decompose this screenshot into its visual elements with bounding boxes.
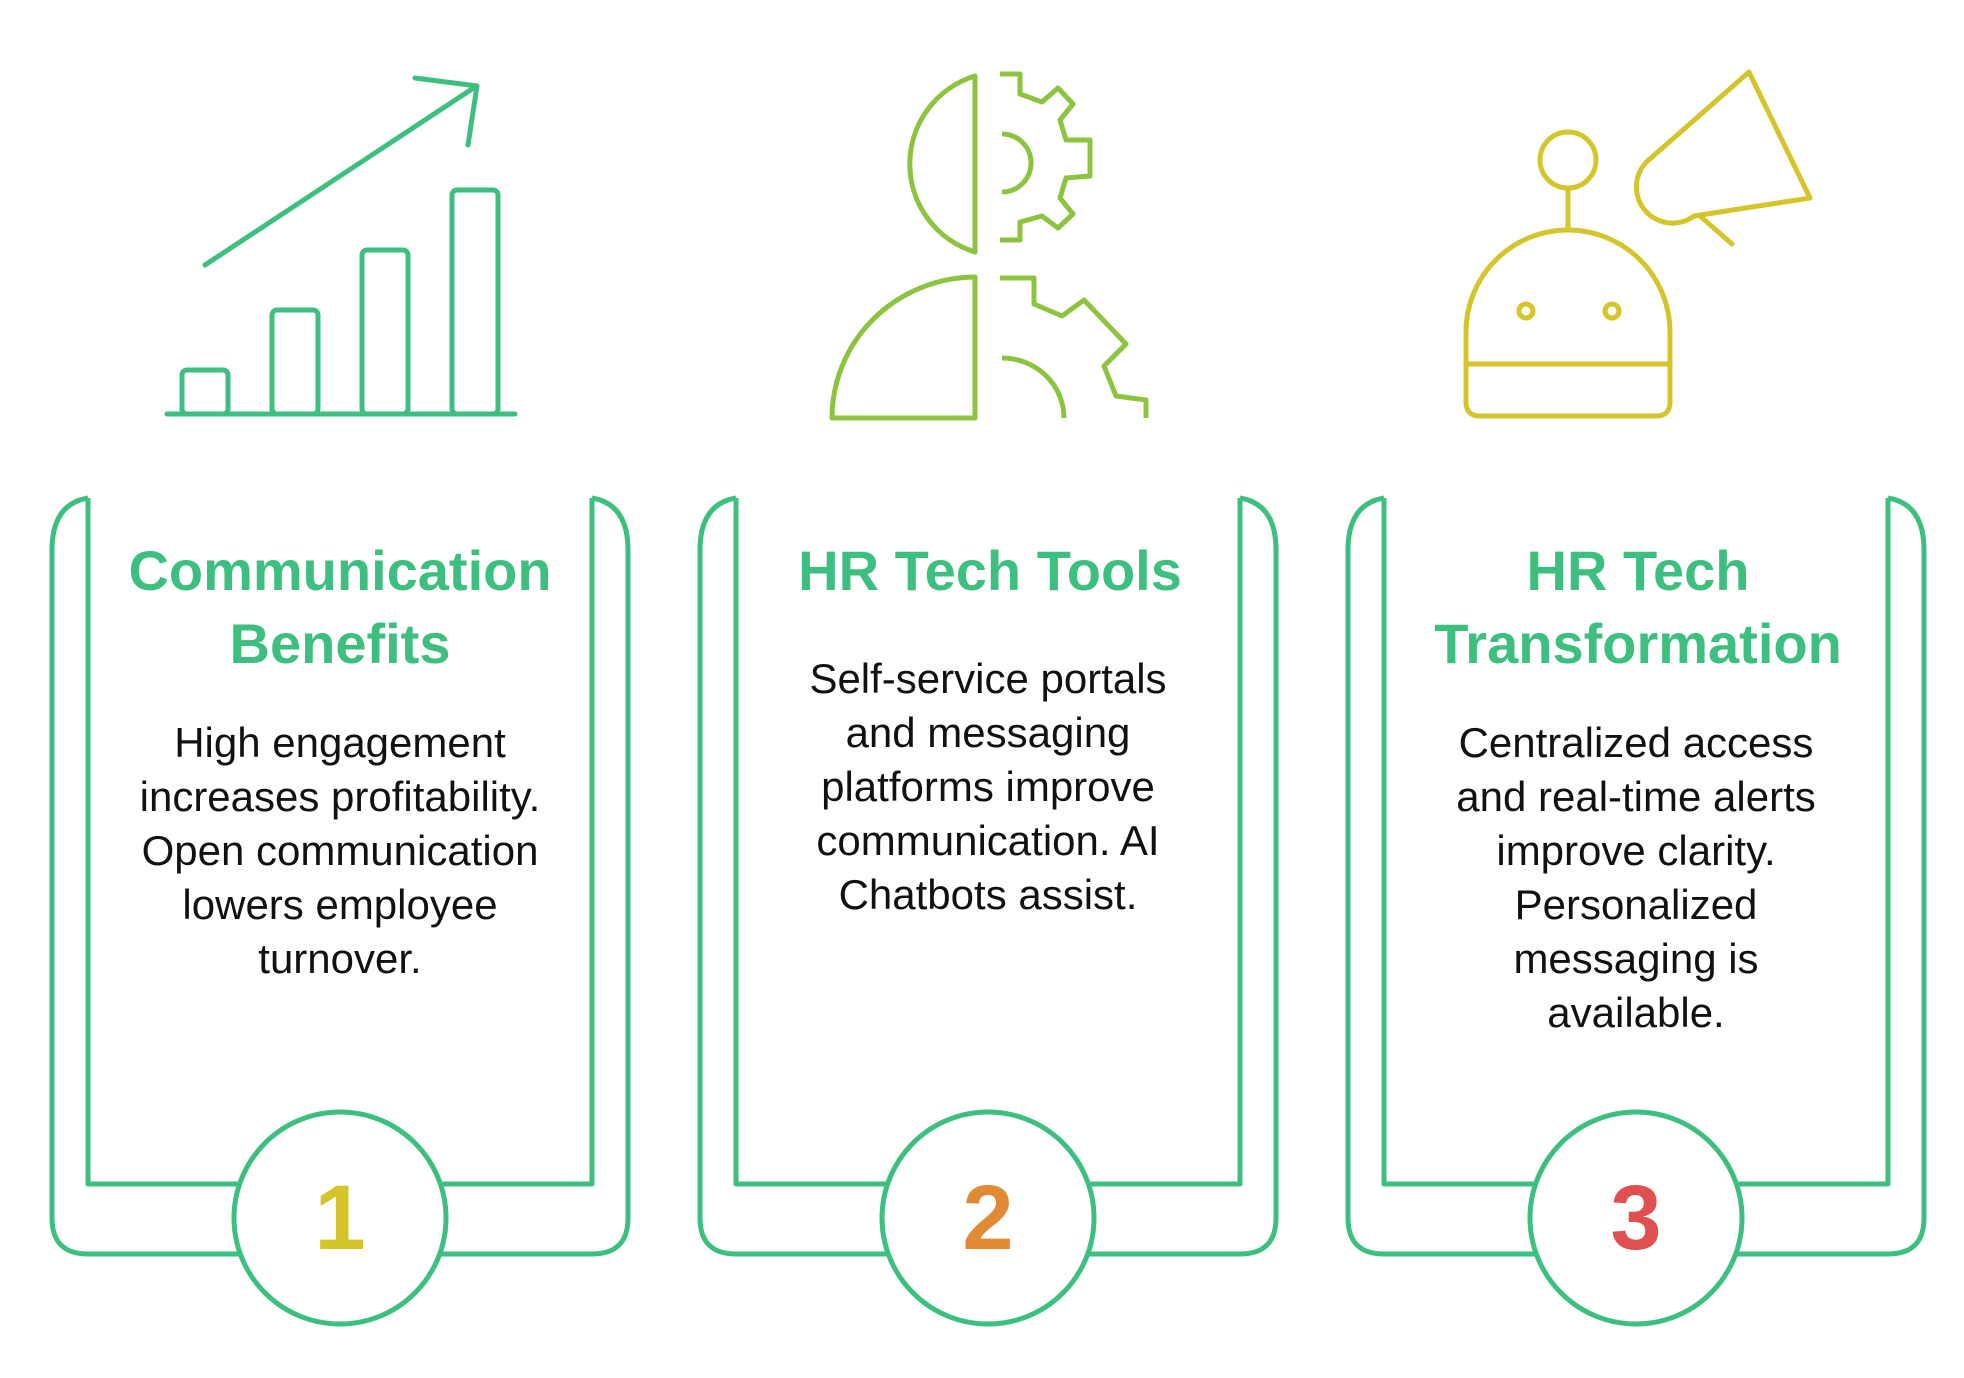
growth-chart-icon (164, 75, 518, 417)
head-gears-icon (829, 71, 1149, 421)
card-3-title: HR Tech Transformation (1434, 539, 1842, 675)
card-1-title: Communication Benefits (128, 539, 552, 675)
card-1-description: High engagement increases profitability.… (139, 719, 541, 982)
card-3-description: Centralized access and real-time alerts … (1456, 719, 1816, 1036)
robot-megaphone-icon (1463, 69, 1813, 419)
card-frames (49, 495, 1927, 1257)
card-2-number: 2 (962, 1167, 1014, 1269)
card-2-title: HR Tech Tools (798, 539, 1182, 602)
number-circle-3 (1527, 1109, 1745, 1327)
card-2-description: Self-service portals and messaging platf… (809, 655, 1167, 918)
number-circles (231, 1109, 1745, 1327)
number-circle-1 (231, 1109, 449, 1327)
card-1-number: 1 (314, 1167, 366, 1269)
card-3-number: 3 (1610, 1167, 1662, 1269)
number-circle-2 (879, 1109, 1097, 1327)
